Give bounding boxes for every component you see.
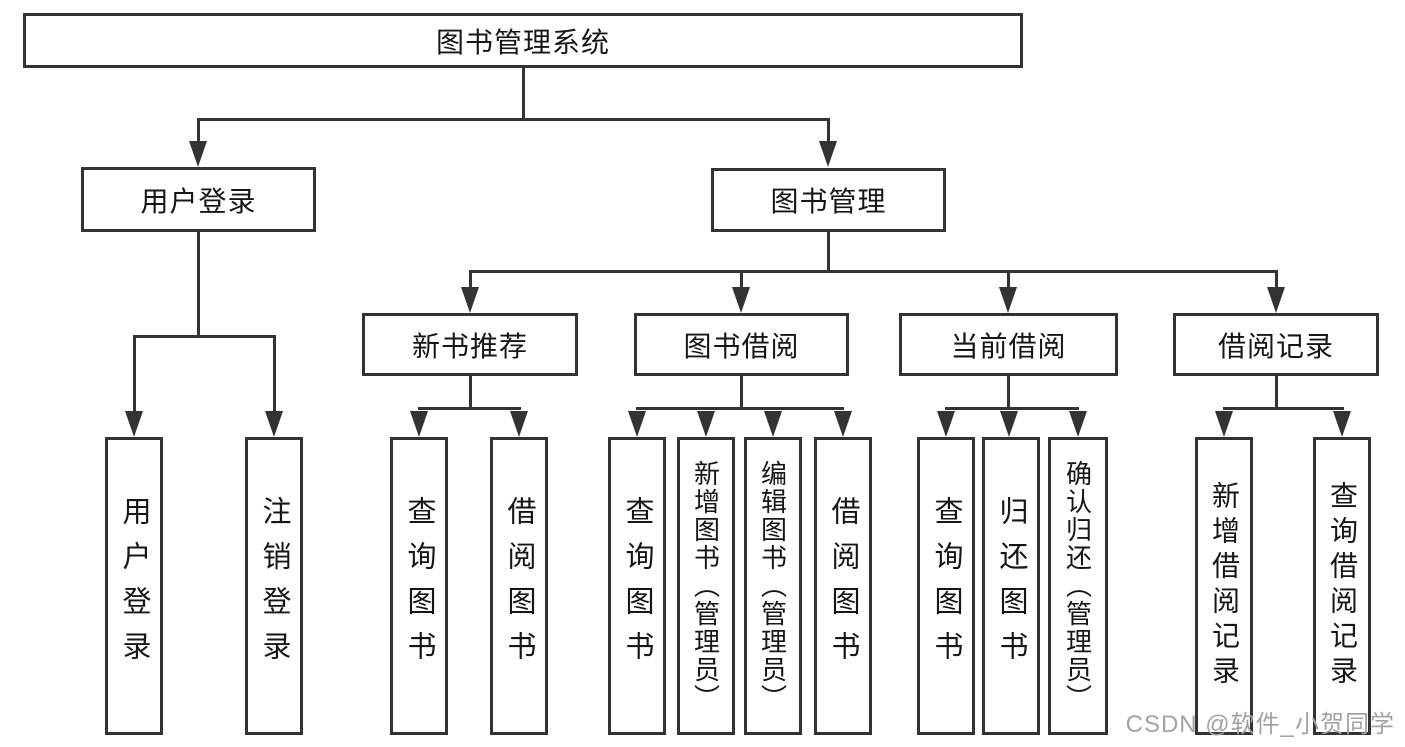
leaf-query-books-recommend: 查询图书 bbox=[390, 437, 448, 735]
arrowhead-down-icon bbox=[819, 141, 837, 167]
connector-line bbox=[468, 270, 1277, 273]
leaf-edit-books-admin: 编辑图书（管理员） bbox=[744, 437, 802, 735]
connector-line bbox=[1007, 376, 1010, 408]
arrowhead-down-icon bbox=[697, 411, 715, 437]
node-label: 新增图书（管理员） bbox=[690, 460, 721, 712]
node-label: 新书推荐 bbox=[411, 330, 528, 362]
watermark: CSDN @软件_小贺同学 bbox=[1125, 711, 1395, 738]
arrowhead-down-icon bbox=[189, 141, 207, 167]
leaf-user-login: 用户登录 bbox=[105, 437, 163, 735]
node-label: 图书管理 bbox=[770, 186, 887, 217]
leaf-return-books: 归还图书 bbox=[982, 437, 1040, 735]
leaf-query-books-current: 查询图书 bbox=[917, 437, 975, 735]
node-label: 查询图书 bbox=[621, 496, 653, 676]
connector-line bbox=[272, 335, 276, 413]
node-label: 查询图书 bbox=[930, 496, 962, 676]
node-borrowing-records: 借阅记录 bbox=[1173, 313, 1379, 376]
arrowhead-down-icon bbox=[834, 411, 852, 437]
node-label: 图书借阅 bbox=[683, 330, 800, 362]
arrowhead-down-icon bbox=[1215, 411, 1233, 437]
leaf-add-borrow-record: 新增借阅记录 bbox=[1195, 437, 1253, 735]
node-library-system: 图书管理系统 bbox=[23, 13, 1023, 68]
connector-line bbox=[826, 232, 830, 272]
node-label: 注销登录 bbox=[258, 496, 290, 676]
node-label: 借阅图书 bbox=[827, 496, 859, 676]
arrowhead-down-icon bbox=[732, 287, 750, 313]
node-new-book-recommendation: 新书推荐 bbox=[362, 313, 578, 376]
connector-line bbox=[1007, 270, 1010, 290]
connector-line bbox=[1274, 270, 1278, 290]
arrowhead-down-icon bbox=[510, 411, 528, 437]
node-label: 归还图书 bbox=[995, 496, 1027, 676]
node-book-borrowing: 图书借阅 bbox=[634, 313, 849, 376]
node-label: 查询借阅记录 bbox=[1327, 481, 1358, 691]
connector-line bbox=[418, 407, 521, 410]
connector-line bbox=[1274, 376, 1278, 408]
arrowhead-down-icon bbox=[410, 411, 428, 437]
node-label: 查询图书 bbox=[403, 496, 435, 676]
node-label: 图书管理系统 bbox=[435, 26, 610, 58]
arrowhead-down-icon bbox=[1333, 411, 1351, 437]
connector-line bbox=[468, 270, 472, 290]
connector-line bbox=[132, 335, 136, 413]
leaf-query-borrow-record: 查询借阅记录 bbox=[1313, 437, 1371, 735]
arrowhead-down-icon bbox=[265, 411, 283, 437]
connector-line bbox=[468, 376, 472, 408]
node-label: 编辑图书（管理员） bbox=[757, 460, 788, 712]
connector-line bbox=[196, 118, 200, 146]
connector-line bbox=[133, 335, 275, 338]
connector-line bbox=[197, 118, 829, 121]
node-label: 确认归还（管理员） bbox=[1062, 460, 1093, 712]
arrowhead-down-icon bbox=[764, 411, 782, 437]
node-label: 借阅图书 bbox=[503, 496, 535, 676]
arrowhead-down-icon bbox=[1000, 411, 1018, 437]
connector-line bbox=[739, 376, 743, 408]
arrowhead-down-icon bbox=[937, 411, 955, 437]
leaf-query-books-borrow: 查询图书 bbox=[608, 437, 666, 735]
leaf-confirm-return-admin: 确认归还（管理员） bbox=[1048, 437, 1108, 735]
node-current-borrowing: 当前借阅 bbox=[899, 313, 1118, 376]
connector-line bbox=[521, 68, 525, 118]
leaf-borrow-books-recommend: 借阅图书 bbox=[490, 437, 548, 735]
arrowhead-down-icon bbox=[628, 411, 646, 437]
node-label: 借阅记录 bbox=[1217, 330, 1334, 362]
connector-line bbox=[739, 270, 743, 290]
arrowhead-down-icon bbox=[125, 411, 143, 437]
arrowhead-down-icon bbox=[999, 287, 1017, 313]
arrowhead-down-icon bbox=[461, 287, 479, 313]
connector-line bbox=[1223, 407, 1344, 410]
connector-line bbox=[636, 407, 844, 410]
leaf-logout: 注销登录 bbox=[245, 437, 303, 735]
node-label: 用户登录 bbox=[140, 185, 257, 217]
node-book-management: 图书管理 bbox=[711, 168, 946, 232]
node-user-login: 用户登录 bbox=[81, 167, 316, 232]
node-label: 新增借阅记录 bbox=[1209, 481, 1240, 691]
node-label: 当前借阅 bbox=[950, 330, 1067, 362]
arrowhead-down-icon bbox=[1267, 287, 1285, 313]
connector-line bbox=[945, 407, 1079, 410]
connector-line bbox=[196, 232, 200, 336]
node-label: 用户登录 bbox=[118, 496, 150, 676]
arrowhead-down-icon bbox=[1069, 411, 1087, 437]
connector-line bbox=[826, 118, 830, 146]
leaf-borrow-books: 借阅图书 bbox=[814, 437, 872, 735]
leaf-add-books-admin: 新增图书（管理员） bbox=[677, 437, 735, 735]
